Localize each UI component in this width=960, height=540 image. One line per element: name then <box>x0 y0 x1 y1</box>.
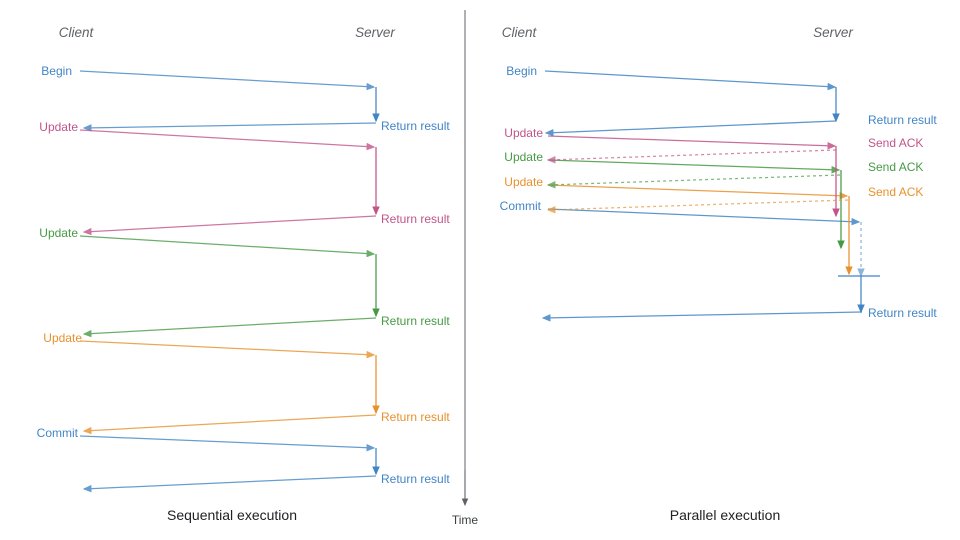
arrow-layer <box>79 70 880 493</box>
seq-server-label-2: Return result <box>381 314 450 328</box>
req-update-orange <box>79 340 376 359</box>
seq-client-label-update-2: Update <box>39 226 78 240</box>
par-rsp-commit-return <box>541 311 863 322</box>
par-client-label-commit-4: Commit <box>500 199 542 213</box>
caption-parallel: Parallel execution <box>670 507 781 523</box>
rsp-update-pink <box>82 215 377 236</box>
rsp-commit-blue <box>82 475 377 493</box>
time-axis-label: Time <box>452 513 479 527</box>
par-server-label-4: Return result <box>868 306 937 320</box>
par-server-label-1: Send ACK <box>868 136 923 150</box>
client-header-parallel: Client <box>502 25 538 40</box>
par-req-update-green <box>547 159 841 174</box>
par-client-label-update-2: Update <box>504 150 543 164</box>
rsp-update-green <box>82 317 377 338</box>
seq-client-label-begin-0: Begin <box>41 64 72 78</box>
par-server-label-2: Send ACK <box>868 160 923 174</box>
par-rsp-ack-orange <box>546 199 849 214</box>
req-update-green <box>79 235 376 258</box>
seq-server-label-1: Return result <box>381 212 450 226</box>
seq-client-label-update-1: Update <box>39 120 78 134</box>
seq-server-label-4: Return result <box>381 472 450 486</box>
par-client-label-update-3: Update <box>504 175 543 189</box>
rsp-begin-blue <box>82 122 377 132</box>
rsp-update-orange <box>82 414 377 435</box>
par-rsp-begin-return <box>544 120 837 137</box>
caption-sequential: Sequential execution <box>167 507 297 523</box>
req-begin-blue <box>79 70 376 91</box>
par-server-label-3: Send ACK <box>868 185 923 199</box>
req-update-pink <box>79 129 376 151</box>
par-rsp-ack-pink <box>546 149 837 164</box>
par-req-begin-blue <box>544 70 837 91</box>
par-req-update-pink <box>547 135 837 150</box>
par-server-label-0: Return result <box>868 113 937 127</box>
seq-client-label-update-3: Update <box>43 331 82 345</box>
client-header-sequential: Client <box>59 25 95 40</box>
req-commit-blue <box>79 435 376 452</box>
par-client-label-update-1: Update <box>504 126 543 140</box>
par-req-update-orange <box>547 184 849 200</box>
par-client-label-begin-0: Begin <box>506 64 537 78</box>
par-req-commit-blue <box>547 208 861 226</box>
seq-server-label-3: Return result <box>381 410 450 424</box>
seq-client-label-commit-4: Commit <box>37 426 79 440</box>
par-rsp-ack-green <box>546 174 841 189</box>
server-header-parallel: Server <box>813 25 853 40</box>
server-header-sequential: Server <box>355 25 395 40</box>
seq-server-label-0: Return result <box>381 119 450 133</box>
